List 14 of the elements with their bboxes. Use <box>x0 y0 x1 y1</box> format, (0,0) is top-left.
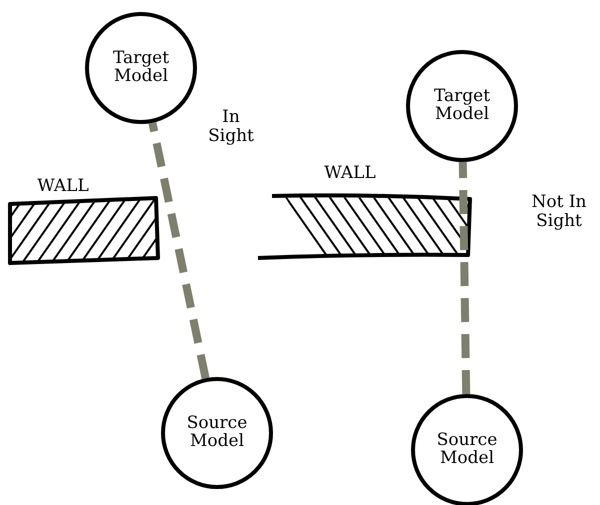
sight-line <box>148 122 210 379</box>
wall-label: WALL <box>323 164 377 183</box>
sight-status-label: In Sight <box>207 108 255 146</box>
model-circle <box>161 377 273 489</box>
model-label: Source Model <box>436 432 498 468</box>
sight-status-label: Not In Sight <box>530 193 588 230</box>
model-circle <box>85 12 197 124</box>
sight-line <box>458 162 470 394</box>
model-label: Target Model <box>432 88 492 124</box>
model-circle <box>406 50 518 162</box>
wall-label: WALL <box>36 177 90 196</box>
model-label: Target Model <box>112 50 170 86</box>
model-circle <box>411 394 523 505</box>
model-label: Source Model <box>186 415 248 451</box>
